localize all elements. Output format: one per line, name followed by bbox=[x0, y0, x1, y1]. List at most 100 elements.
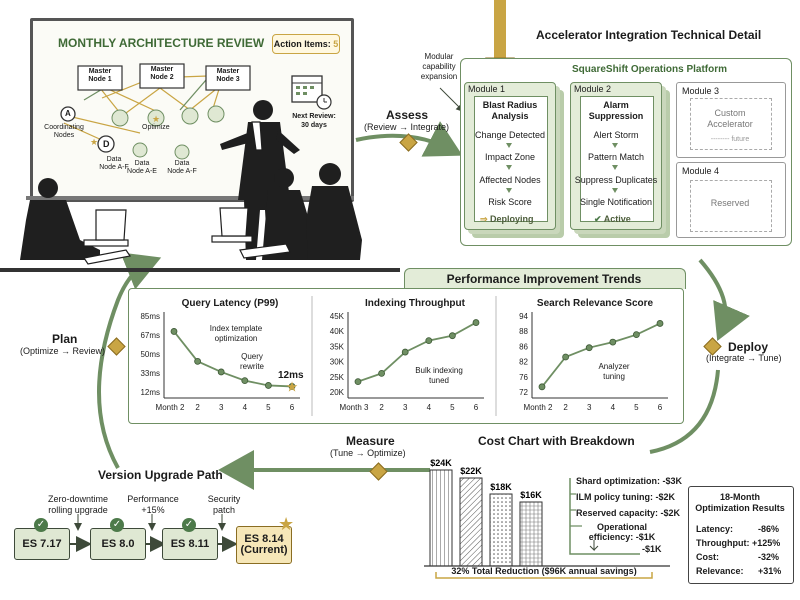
upgrade-title: Version Upgrade Path bbox=[98, 468, 223, 482]
cost-breakdown-2: ILM policy tuning: -$2K bbox=[576, 492, 675, 502]
chart-2-y-tick: 35K bbox=[330, 342, 345, 351]
chart-1-y-tick: 67ms bbox=[140, 331, 160, 340]
chart-3-annotation-1: Analyzer tuning bbox=[598, 362, 630, 381]
chart-2-annotation-1: Bulk indexing tuned bbox=[415, 366, 463, 385]
chart-1-point bbox=[217, 368, 225, 376]
chart-1-y-tick: 33ms bbox=[140, 369, 160, 378]
node-d-circle bbox=[97, 135, 115, 153]
m1-arrow-3 bbox=[506, 188, 512, 193]
results-box bbox=[688, 486, 794, 584]
node-a-circle bbox=[60, 106, 76, 122]
next-review-label: Next Review: 30 days bbox=[292, 113, 336, 129]
node-d-letter: D bbox=[103, 139, 110, 149]
accelerator-title: Accelerator Integration Technical Detail bbox=[536, 28, 762, 42]
chart-3-y-tick: 88 bbox=[519, 327, 528, 336]
chart-1-point bbox=[264, 382, 272, 389]
upgrade-note-1: Zero-downtime rolling upgrade bbox=[47, 494, 109, 515]
cost-breakdown-5: -$1K bbox=[642, 544, 662, 554]
module-1-label: Module 1 bbox=[468, 84, 506, 94]
chart-1-x-tick: 6 bbox=[290, 403, 295, 412]
cost-breakdown-3: Reserved capacity: -$2K bbox=[576, 508, 681, 518]
chart-3-y-tick: 94 bbox=[519, 312, 528, 321]
modular-note: Modular capability expansion bbox=[420, 52, 458, 81]
chart-2-series-line bbox=[357, 321, 477, 383]
chart-1-x-tick: 4 bbox=[243, 403, 248, 412]
chart-3-x-tick: 2 bbox=[563, 403, 568, 412]
module-4-card[interactable] bbox=[676, 162, 786, 238]
result-2-val: +125% bbox=[752, 538, 781, 548]
module-3-label: Module 3 bbox=[682, 86, 720, 96]
module-3-note: -------- future bbox=[710, 136, 750, 143]
chart-1-end-star: ★ bbox=[286, 378, 299, 394]
master-node-1-label: Master Node 1 bbox=[88, 68, 112, 83]
cost-breakdown-4: Operational efficiency: -$1K bbox=[588, 522, 656, 542]
chart-1-point bbox=[194, 357, 201, 365]
chart-3-y-tick: 82 bbox=[519, 358, 528, 367]
action-items-count: 5 bbox=[333, 39, 339, 49]
upgrade-note-2: Performance +15% bbox=[127, 494, 179, 515]
chart-1-point bbox=[170, 328, 178, 335]
cost-title: Cost Chart with Breakdown bbox=[478, 434, 635, 448]
optimize-label: Optimize bbox=[142, 124, 170, 131]
svg-text:★: ★ bbox=[90, 137, 98, 147]
results-title: 18-Month Optimization Results bbox=[695, 492, 785, 513]
module-2-status: ✔ Active bbox=[594, 214, 631, 224]
chart-2-x-tick: Month 3 bbox=[340, 403, 369, 412]
version-es-7-17[interactable]: ES 7.17 bbox=[14, 528, 70, 560]
check-icon: ✓ bbox=[182, 518, 196, 532]
module-3-card[interactable] bbox=[676, 82, 786, 158]
data-node-circle-1 bbox=[111, 109, 129, 127]
module-1-step-2: Impact Zone bbox=[484, 152, 536, 162]
chart-2-point bbox=[472, 319, 480, 326]
deploy-sublabel: (Integrate → Tune) bbox=[706, 353, 782, 363]
m1-arrow-2 bbox=[506, 165, 512, 170]
action-items-label: Action Items: bbox=[273, 39, 331, 49]
chart-3-x-tick: 6 bbox=[658, 403, 663, 412]
chart-2-y-tick: 25K bbox=[330, 373, 345, 382]
chart-3-point bbox=[656, 320, 664, 327]
check-icon: ✔ bbox=[594, 214, 604, 224]
chart-1-y-tick: 50ms bbox=[140, 350, 160, 359]
chart-2-title: Indexing Throughput bbox=[365, 298, 465, 309]
module-1-step-3: Affected Nodes bbox=[479, 175, 541, 185]
version-es-8-11[interactable]: ES 8.11 bbox=[162, 528, 218, 560]
cost-bar-label: $16K bbox=[520, 490, 542, 500]
result-4-key: Relevance: bbox=[696, 566, 744, 576]
assess-sublabel: (Review → Integrate) bbox=[364, 122, 450, 132]
chart-1-x-tick: 2 bbox=[195, 403, 200, 412]
module-1-inner bbox=[474, 96, 548, 222]
chart-1-y-tick: 85ms bbox=[140, 312, 160, 321]
chart-1-point bbox=[241, 377, 249, 385]
data-node-af-2-label: Data Node A-F bbox=[167, 160, 197, 175]
check-icon: ✓ bbox=[34, 518, 48, 532]
chart-1-end-label: 12ms bbox=[278, 370, 304, 381]
version-es-8-14-current[interactable]: ES 8.14 (Current) bbox=[236, 526, 292, 564]
result-2-key: Throughput: bbox=[696, 538, 750, 548]
module-2-label: Module 2 bbox=[574, 84, 612, 94]
chart-3-x-tick: Month 2 bbox=[524, 403, 553, 412]
chart-2-y-tick: 30K bbox=[330, 358, 345, 367]
cost-bar-label: $24K bbox=[430, 458, 452, 468]
chart-2-y-tick: 20K bbox=[330, 388, 345, 397]
module-3-dashed bbox=[690, 98, 772, 150]
chart-3-title: Search Relevance Score bbox=[536, 298, 654, 309]
module-3-name: Custom Accelerator bbox=[707, 108, 753, 129]
upgrade-note-3: Security patch bbox=[207, 494, 241, 515]
trends-title: Performance Improvement Trends bbox=[446, 272, 642, 286]
chart-3-y-tick: 72 bbox=[519, 388, 528, 397]
result-4-val: +31% bbox=[758, 566, 782, 576]
m2-arrow-2 bbox=[612, 165, 618, 170]
version-es-8-0[interactable]: ES 8.0 bbox=[90, 528, 146, 560]
module-2-step-4: Single Notification bbox=[579, 197, 653, 207]
chart-1-annotation-1: Index template optimization bbox=[209, 324, 263, 343]
cost-bar bbox=[519, 501, 543, 567]
chart-1-x-tick: 5 bbox=[266, 403, 271, 412]
chart-1-point bbox=[288, 383, 296, 390]
chart-2-x-tick: 3 bbox=[403, 403, 408, 412]
data-node-circle-5 bbox=[174, 144, 190, 160]
module-1-step-4: Risk Score bbox=[488, 197, 532, 207]
result-1-key: Latency: bbox=[696, 524, 734, 534]
chart-2-x-tick: 4 bbox=[427, 403, 432, 412]
module-4-name: Reserved bbox=[710, 198, 750, 208]
